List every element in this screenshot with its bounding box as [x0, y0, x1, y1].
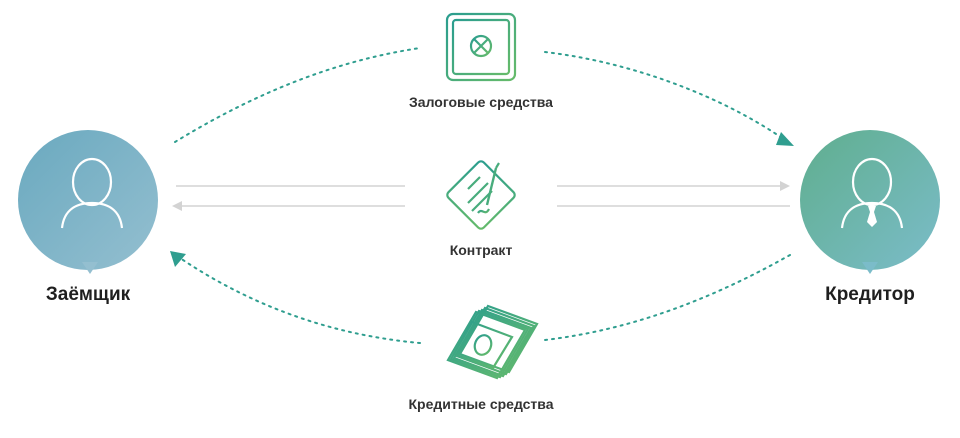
collateral-arrowhead — [776, 132, 794, 146]
borrower-bubble-tail — [82, 262, 98, 274]
tie-icon — [867, 206, 877, 227]
creditor-bubble — [800, 130, 940, 270]
contract-icon — [446, 160, 516, 230]
collateral-arc-right — [544, 51, 786, 141]
credit-arc-left — [179, 257, 421, 344]
user-icon — [60, 157, 124, 229]
collateral-arc-left — [174, 47, 421, 143]
creditor-label: Кредитор — [825, 284, 915, 305]
contract-label: Контракт — [449, 242, 513, 258]
creditor-bubble-tail — [862, 262, 878, 274]
money-stack-icon — [446, 304, 539, 380]
businessman-icon — [840, 157, 904, 229]
collateral-label: Залоговые средства — [409, 94, 553, 110]
credit-arrowhead — [170, 251, 186, 267]
borrower-label: Заёмщик — [45, 284, 131, 305]
safe-icon — [445, 12, 517, 82]
banknote — [446, 310, 527, 380]
contract-arrowhead-left — [172, 201, 182, 211]
creditor-node — [800, 130, 940, 274]
borrower-node — [18, 130, 158, 274]
contract-arrowhead-right — [780, 181, 790, 191]
borrower-bubble — [18, 130, 158, 270]
credit-arc-right — [544, 254, 791, 341]
credit-label: Кредитные средства — [408, 396, 554, 412]
